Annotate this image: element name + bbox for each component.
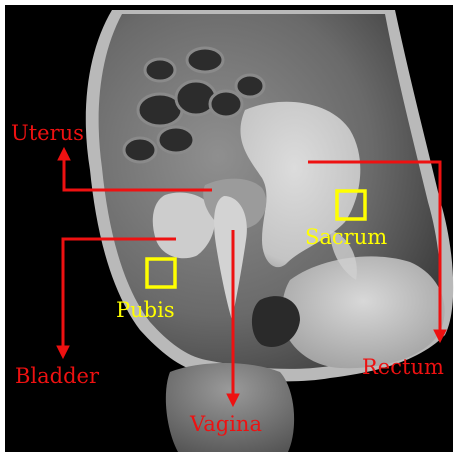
label-uterus: Uterus	[11, 121, 84, 145]
label-bladder: Bladder	[15, 364, 100, 388]
label-vagina: Vagina	[189, 412, 262, 436]
thigh-region	[166, 363, 294, 452]
label-sacrum: Sacrum	[305, 225, 387, 249]
label-pubis: Pubis	[116, 298, 175, 322]
label-rectum: Rectum	[362, 355, 444, 379]
